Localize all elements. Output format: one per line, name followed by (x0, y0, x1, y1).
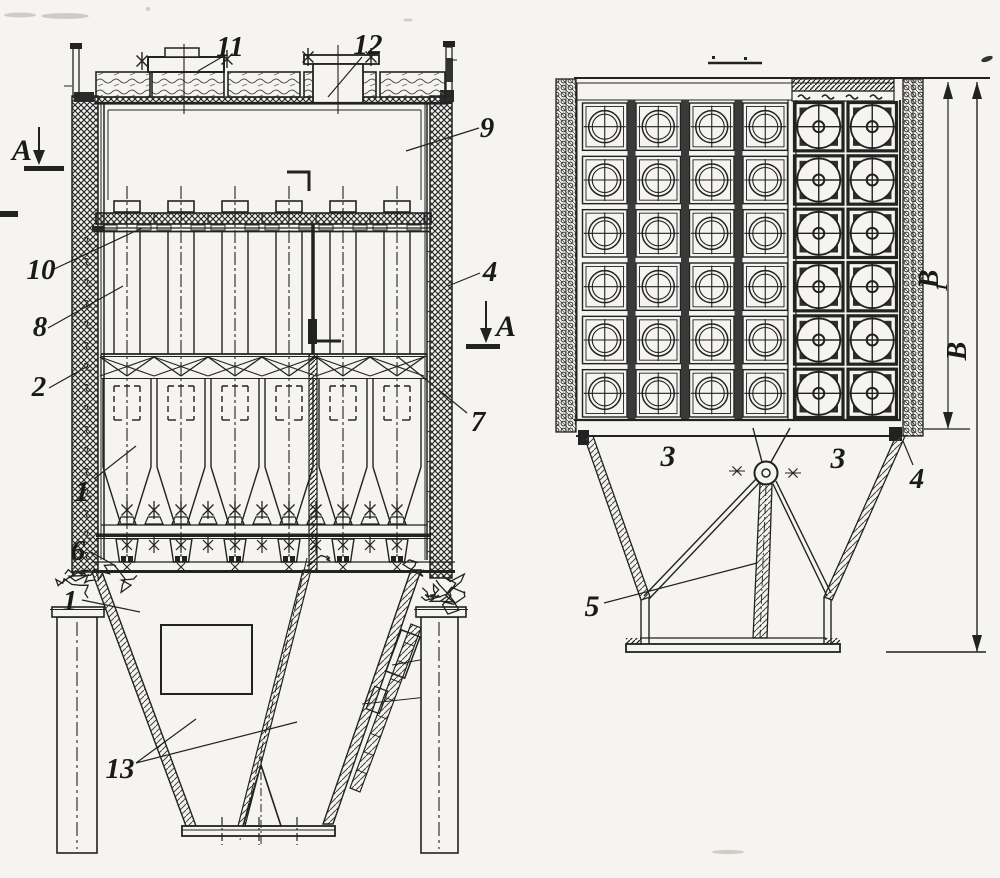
svg-text:2: 2 (31, 371, 47, 403)
svg-text:1: 1 (75, 476, 90, 508)
svg-text:4: 4 (909, 463, 925, 495)
svg-text:12: 12 (354, 29, 383, 61)
svg-text:13: 13 (106, 753, 135, 785)
svg-text:3: 3 (830, 442, 846, 475)
svg-text:8: 8 (33, 311, 48, 343)
svg-text:9: 9 (480, 112, 495, 144)
svg-text:11: 11 (216, 31, 243, 63)
svg-text:7: 7 (471, 406, 487, 438)
svg-text:3: 3 (660, 440, 676, 473)
svg-text:A: A (494, 310, 516, 343)
svg-text:1: 1 (932, 283, 951, 292)
svg-text:B: B (914, 270, 945, 290)
svg-text:1: 1 (63, 585, 78, 617)
svg-text:6: 6 (71, 535, 86, 567)
svg-text:4: 4 (482, 256, 498, 288)
svg-text:B: B (942, 342, 973, 362)
svg-text:10: 10 (27, 254, 56, 286)
svg-text:A: A (10, 134, 32, 167)
svg-text:5: 5 (585, 590, 600, 623)
